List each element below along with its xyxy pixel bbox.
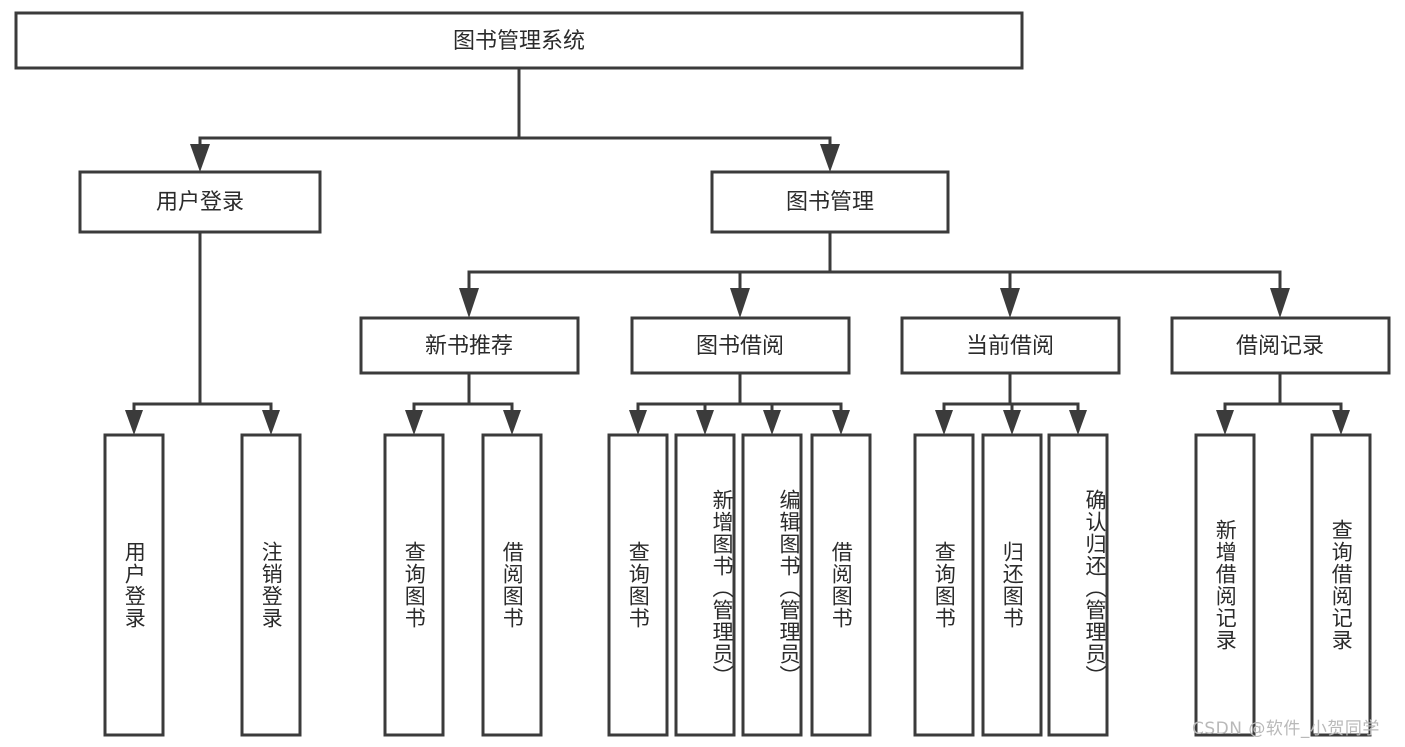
node-box-book-manage[interactable]: [710, 170, 950, 234]
node-box-leaf-return-book[interactable]: [981, 433, 1043, 737]
node-box-user-login[interactable]: [78, 170, 322, 234]
node-box-leaf-user-login[interactable]: [103, 433, 165, 737]
node-box-book-borrow[interactable]: [630, 316, 851, 375]
node-box-leaf-borrow-book-1[interactable]: [481, 433, 543, 737]
arrow-to-leaf-user-logout: [262, 410, 280, 435]
node-box-leaf-user-logout[interactable]: [240, 433, 302, 737]
node-label-new-book-recommend: 新书推荐: [425, 334, 513, 359]
node-box-leaf-query-book-2[interactable]: [607, 433, 669, 737]
node-label-root: 图书管理系统: [453, 29, 585, 54]
node-box-leaf-borrow-book-2[interactable]: [810, 433, 872, 737]
arrow-to-leaf-confirm-return: [1069, 410, 1087, 435]
arrow-to-leaf-query-book-2: [629, 410, 647, 435]
arrow-to-new-book-recommend: [459, 288, 479, 318]
edge-root-bus: [198, 66, 832, 154]
node-label-user-login: 用户登录: [156, 190, 244, 215]
arrow-to-leaf-borrow-book-2: [832, 410, 850, 435]
node-box-leaf-edit-book[interactable]: [741, 433, 803, 737]
arrow-root-to-book-manage: [820, 144, 840, 172]
edge-book-manage-bus: [467, 230, 1282, 290]
node-box-leaf-add-record[interactable]: [1194, 433, 1256, 737]
arrow-to-leaf-user-login: [125, 410, 143, 435]
arrow-to-leaf-return-book: [1003, 410, 1021, 435]
arrow-to-borrow-record: [1270, 288, 1290, 318]
edge-borrow-record-bus: [1223, 371, 1343, 414]
edge-current-borrow-bus: [942, 371, 1080, 414]
node-label-borrow-record: 借阅记录: [1236, 334, 1324, 359]
node-label-book-borrow: 图书借阅: [696, 334, 784, 359]
arrow-to-leaf-add-book: [696, 410, 714, 435]
csdn-watermark: CSDN @软件_小贺同学: [1192, 719, 1380, 739]
node-box-current-borrow[interactable]: [900, 316, 1121, 375]
arrow-to-current-borrow: [1000, 288, 1020, 318]
node-label-book-manage: 图书管理: [786, 190, 874, 215]
connectors-layer: [125, 66, 1350, 435]
arrow-root-to-user-login: [190, 144, 210, 172]
node-box-root[interactable]: [14, 11, 1024, 70]
arrow-to-leaf-edit-book: [763, 410, 781, 435]
node-box-new-book-recommend[interactable]: [359, 316, 580, 375]
nodes-layer: 图书管理系统 用户登录 图书管理 新书推荐 图书借阅 当前借阅 借阅记录: [14, 11, 1391, 737]
node-label-current-borrow: 当前借阅: [966, 334, 1054, 359]
arrow-to-leaf-query-record: [1332, 410, 1350, 435]
arrow-to-leaf-query-book-3: [935, 410, 953, 435]
node-box-leaf-query-record[interactable]: [1310, 433, 1372, 737]
edge-new-book-recommend-bus: [412, 371, 514, 414]
arrow-to-book-borrow: [730, 288, 750, 318]
edge-book-borrow-bus: [636, 371, 843, 414]
node-box-leaf-confirm-return[interactable]: [1047, 433, 1109, 737]
edge-user-login-bus: [132, 230, 273, 414]
arrow-to-leaf-query-book-1: [405, 410, 423, 435]
node-box-leaf-add-book[interactable]: [674, 433, 736, 737]
node-box-leaf-query-book-3[interactable]: [913, 433, 975, 737]
arrow-to-leaf-borrow-book-1: [503, 410, 521, 435]
arrow-to-leaf-add-record: [1216, 410, 1234, 435]
node-box-borrow-record[interactable]: [1170, 316, 1391, 375]
node-box-leaf-query-book-1[interactable]: [383, 433, 445, 737]
